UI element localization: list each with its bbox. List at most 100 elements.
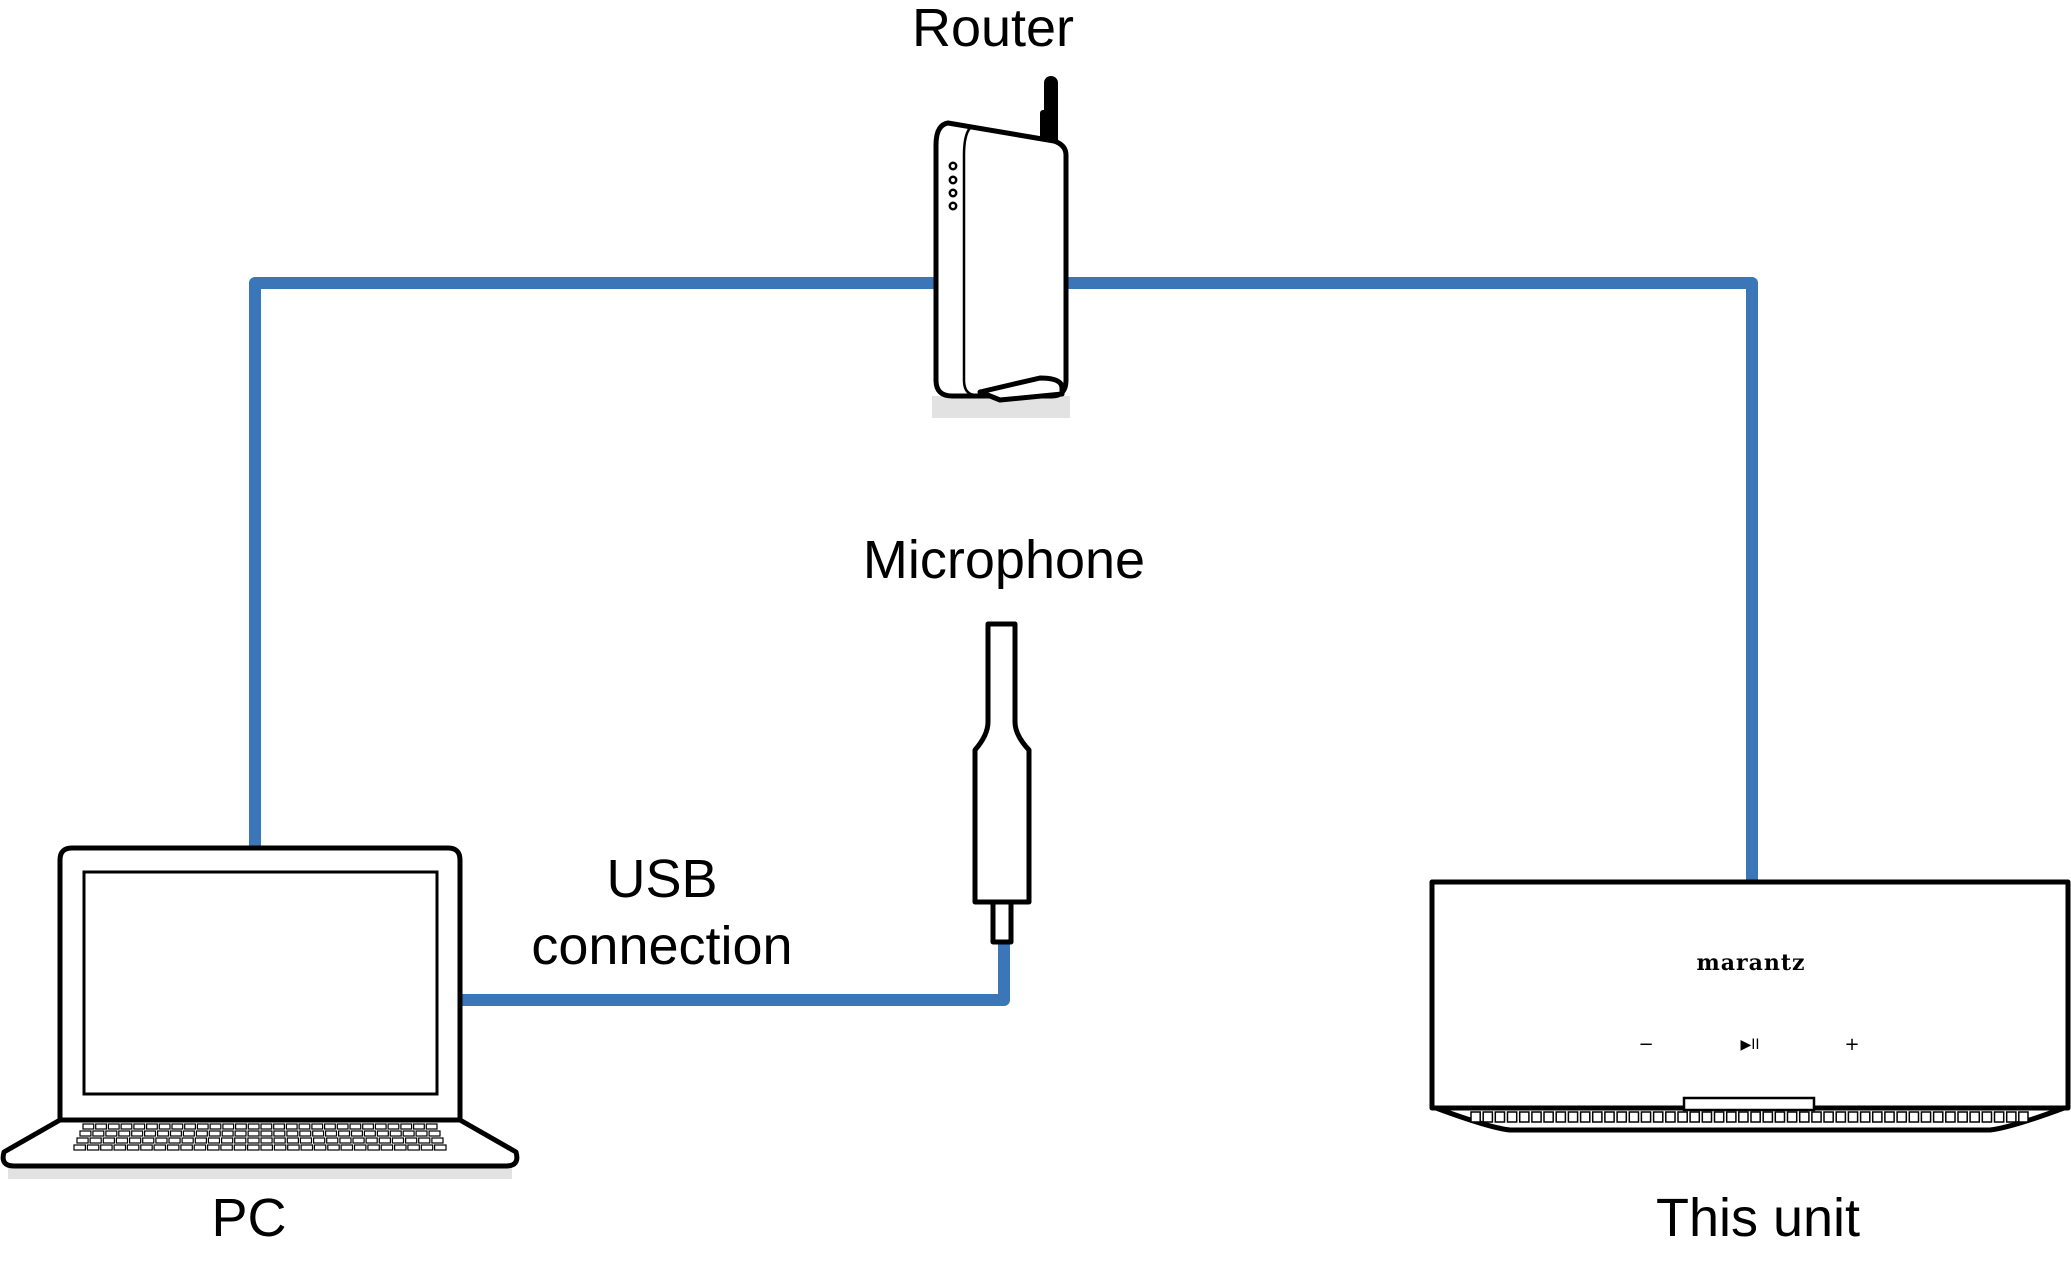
keyboard-key bbox=[400, 1123, 413, 1130]
usb-connection-label-line2: connection bbox=[531, 916, 792, 976]
keyboard-key bbox=[146, 1123, 158, 1130]
vent-slot bbox=[1774, 1111, 1786, 1123]
microphone-label: Microphone bbox=[863, 530, 1145, 590]
keyboard-key bbox=[376, 1130, 389, 1137]
vent-slot bbox=[1981, 1111, 1993, 1123]
keyboard-key bbox=[428, 1130, 441, 1137]
vent-slot bbox=[1835, 1111, 1847, 1123]
keyboard-key bbox=[118, 1130, 131, 1137]
keyboard-key bbox=[363, 1130, 376, 1137]
vent-grille bbox=[1470, 1111, 2029, 1123]
play-pause-button[interactable]: ▶II bbox=[1740, 1037, 1759, 1053]
keyboard-key bbox=[171, 1123, 184, 1130]
keyboard-key bbox=[207, 1144, 220, 1151]
keyboard-key bbox=[285, 1123, 298, 1130]
keyboard-key bbox=[260, 1130, 273, 1137]
keyboard-key bbox=[273, 1123, 286, 1130]
keyboard-key bbox=[349, 1123, 362, 1130]
keyboard-key bbox=[140, 1144, 153, 1151]
cable-pc-to-router bbox=[249, 277, 946, 866]
keyboard-key bbox=[338, 1130, 351, 1137]
cable-usb-pc-to-microphone bbox=[456, 938, 1010, 1006]
keyboard-key bbox=[79, 1130, 92, 1137]
keyboard-key bbox=[378, 1137, 391, 1144]
keyboard-key bbox=[76, 1137, 89, 1144]
keyboard-key bbox=[82, 1123, 95, 1130]
keyboard-key bbox=[431, 1137, 444, 1144]
keyboard-key bbox=[405, 1137, 418, 1144]
keyboard-key bbox=[234, 1137, 247, 1144]
vent-slot bbox=[1945, 1111, 1956, 1123]
keyboard-key bbox=[105, 1130, 118, 1137]
this-unit-label: This unit bbox=[1656, 1188, 1860, 1248]
keyboard-key bbox=[142, 1137, 155, 1144]
keyboard-key bbox=[86, 1144, 100, 1151]
vent-slot bbox=[1750, 1111, 1761, 1123]
keyboard-key bbox=[298, 1123, 311, 1130]
keyboard-key bbox=[220, 1144, 233, 1151]
vent-slot bbox=[1567, 1111, 1579, 1123]
usb-connection-label-line1: USB bbox=[606, 849, 717, 909]
keyboard-key bbox=[415, 1130, 428, 1137]
keyboard-key bbox=[102, 1137, 116, 1144]
vent-slot bbox=[2005, 1111, 2017, 1123]
keyboard-key bbox=[247, 1137, 260, 1144]
vent-slot bbox=[1932, 1111, 1944, 1123]
vent-slot bbox=[1543, 1111, 1554, 1123]
keyboard-key bbox=[221, 1137, 234, 1144]
vent-slot bbox=[1884, 1111, 1895, 1123]
vent-slot bbox=[1640, 1111, 1652, 1123]
keyboard-key bbox=[420, 1144, 434, 1151]
keyboard-key bbox=[324, 1123, 336, 1130]
keyboard-key bbox=[299, 1137, 313, 1144]
keyboard-key bbox=[107, 1123, 120, 1130]
keyboard-key bbox=[350, 1130, 363, 1137]
keyboard-key bbox=[247, 1123, 260, 1130]
keyboard-key bbox=[286, 1130, 299, 1137]
vent-slot bbox=[1798, 1111, 1810, 1123]
vent-slot bbox=[1896, 1111, 1908, 1123]
vent-slot bbox=[1652, 1111, 1664, 1123]
vent-slot bbox=[1665, 1111, 1676, 1123]
keyboard-key bbox=[362, 1123, 375, 1130]
keyboard-key bbox=[387, 1123, 400, 1130]
keyboard-key bbox=[340, 1144, 354, 1151]
vent-slot bbox=[1518, 1111, 1530, 1123]
keyboard-key bbox=[181, 1137, 194, 1144]
keyboard-key bbox=[129, 1137, 142, 1144]
vent-slot bbox=[1969, 1111, 1981, 1123]
vent-slot bbox=[1871, 1111, 1883, 1123]
keyboard-key bbox=[286, 1137, 299, 1144]
keyboard-key bbox=[158, 1123, 171, 1130]
keyboard-key bbox=[73, 1144, 86, 1151]
keyboard-key bbox=[394, 1144, 407, 1151]
keyboard-key bbox=[287, 1144, 300, 1151]
keyboard-key bbox=[352, 1137, 365, 1144]
volume-down-button[interactable]: − bbox=[1638, 1034, 1653, 1055]
keyboard-key bbox=[273, 1144, 287, 1151]
vent-slot bbox=[1482, 1111, 1494, 1123]
keyboard-key bbox=[326, 1137, 339, 1144]
vent-slot bbox=[1701, 1111, 1713, 1123]
keyboard-key bbox=[434, 1144, 447, 1151]
keyboard-key bbox=[169, 1130, 182, 1137]
vent-slot bbox=[1616, 1111, 1628, 1123]
keyboard-key bbox=[327, 1144, 340, 1151]
vent-slot bbox=[1677, 1111, 1688, 1123]
keyboard-key bbox=[391, 1137, 405, 1144]
keyboard-key bbox=[425, 1123, 438, 1130]
vent-slot bbox=[1786, 1111, 1798, 1123]
keyboard-key bbox=[180, 1144, 193, 1151]
vent-slot bbox=[1823, 1111, 1834, 1123]
keyboard-key bbox=[222, 1123, 235, 1130]
keyboard-key bbox=[194, 1137, 208, 1144]
keyboard-key bbox=[312, 1130, 325, 1137]
volume-up-button[interactable]: + bbox=[1844, 1034, 1859, 1055]
vent-slot bbox=[1628, 1111, 1640, 1123]
keyboard-key bbox=[133, 1123, 146, 1130]
vent-slot bbox=[1847, 1111, 1859, 1123]
vent-slot bbox=[1738, 1111, 1749, 1123]
cables bbox=[249, 277, 1758, 1006]
keyboard-key bbox=[182, 1130, 195, 1137]
vent-slot bbox=[1591, 1111, 1603, 1123]
